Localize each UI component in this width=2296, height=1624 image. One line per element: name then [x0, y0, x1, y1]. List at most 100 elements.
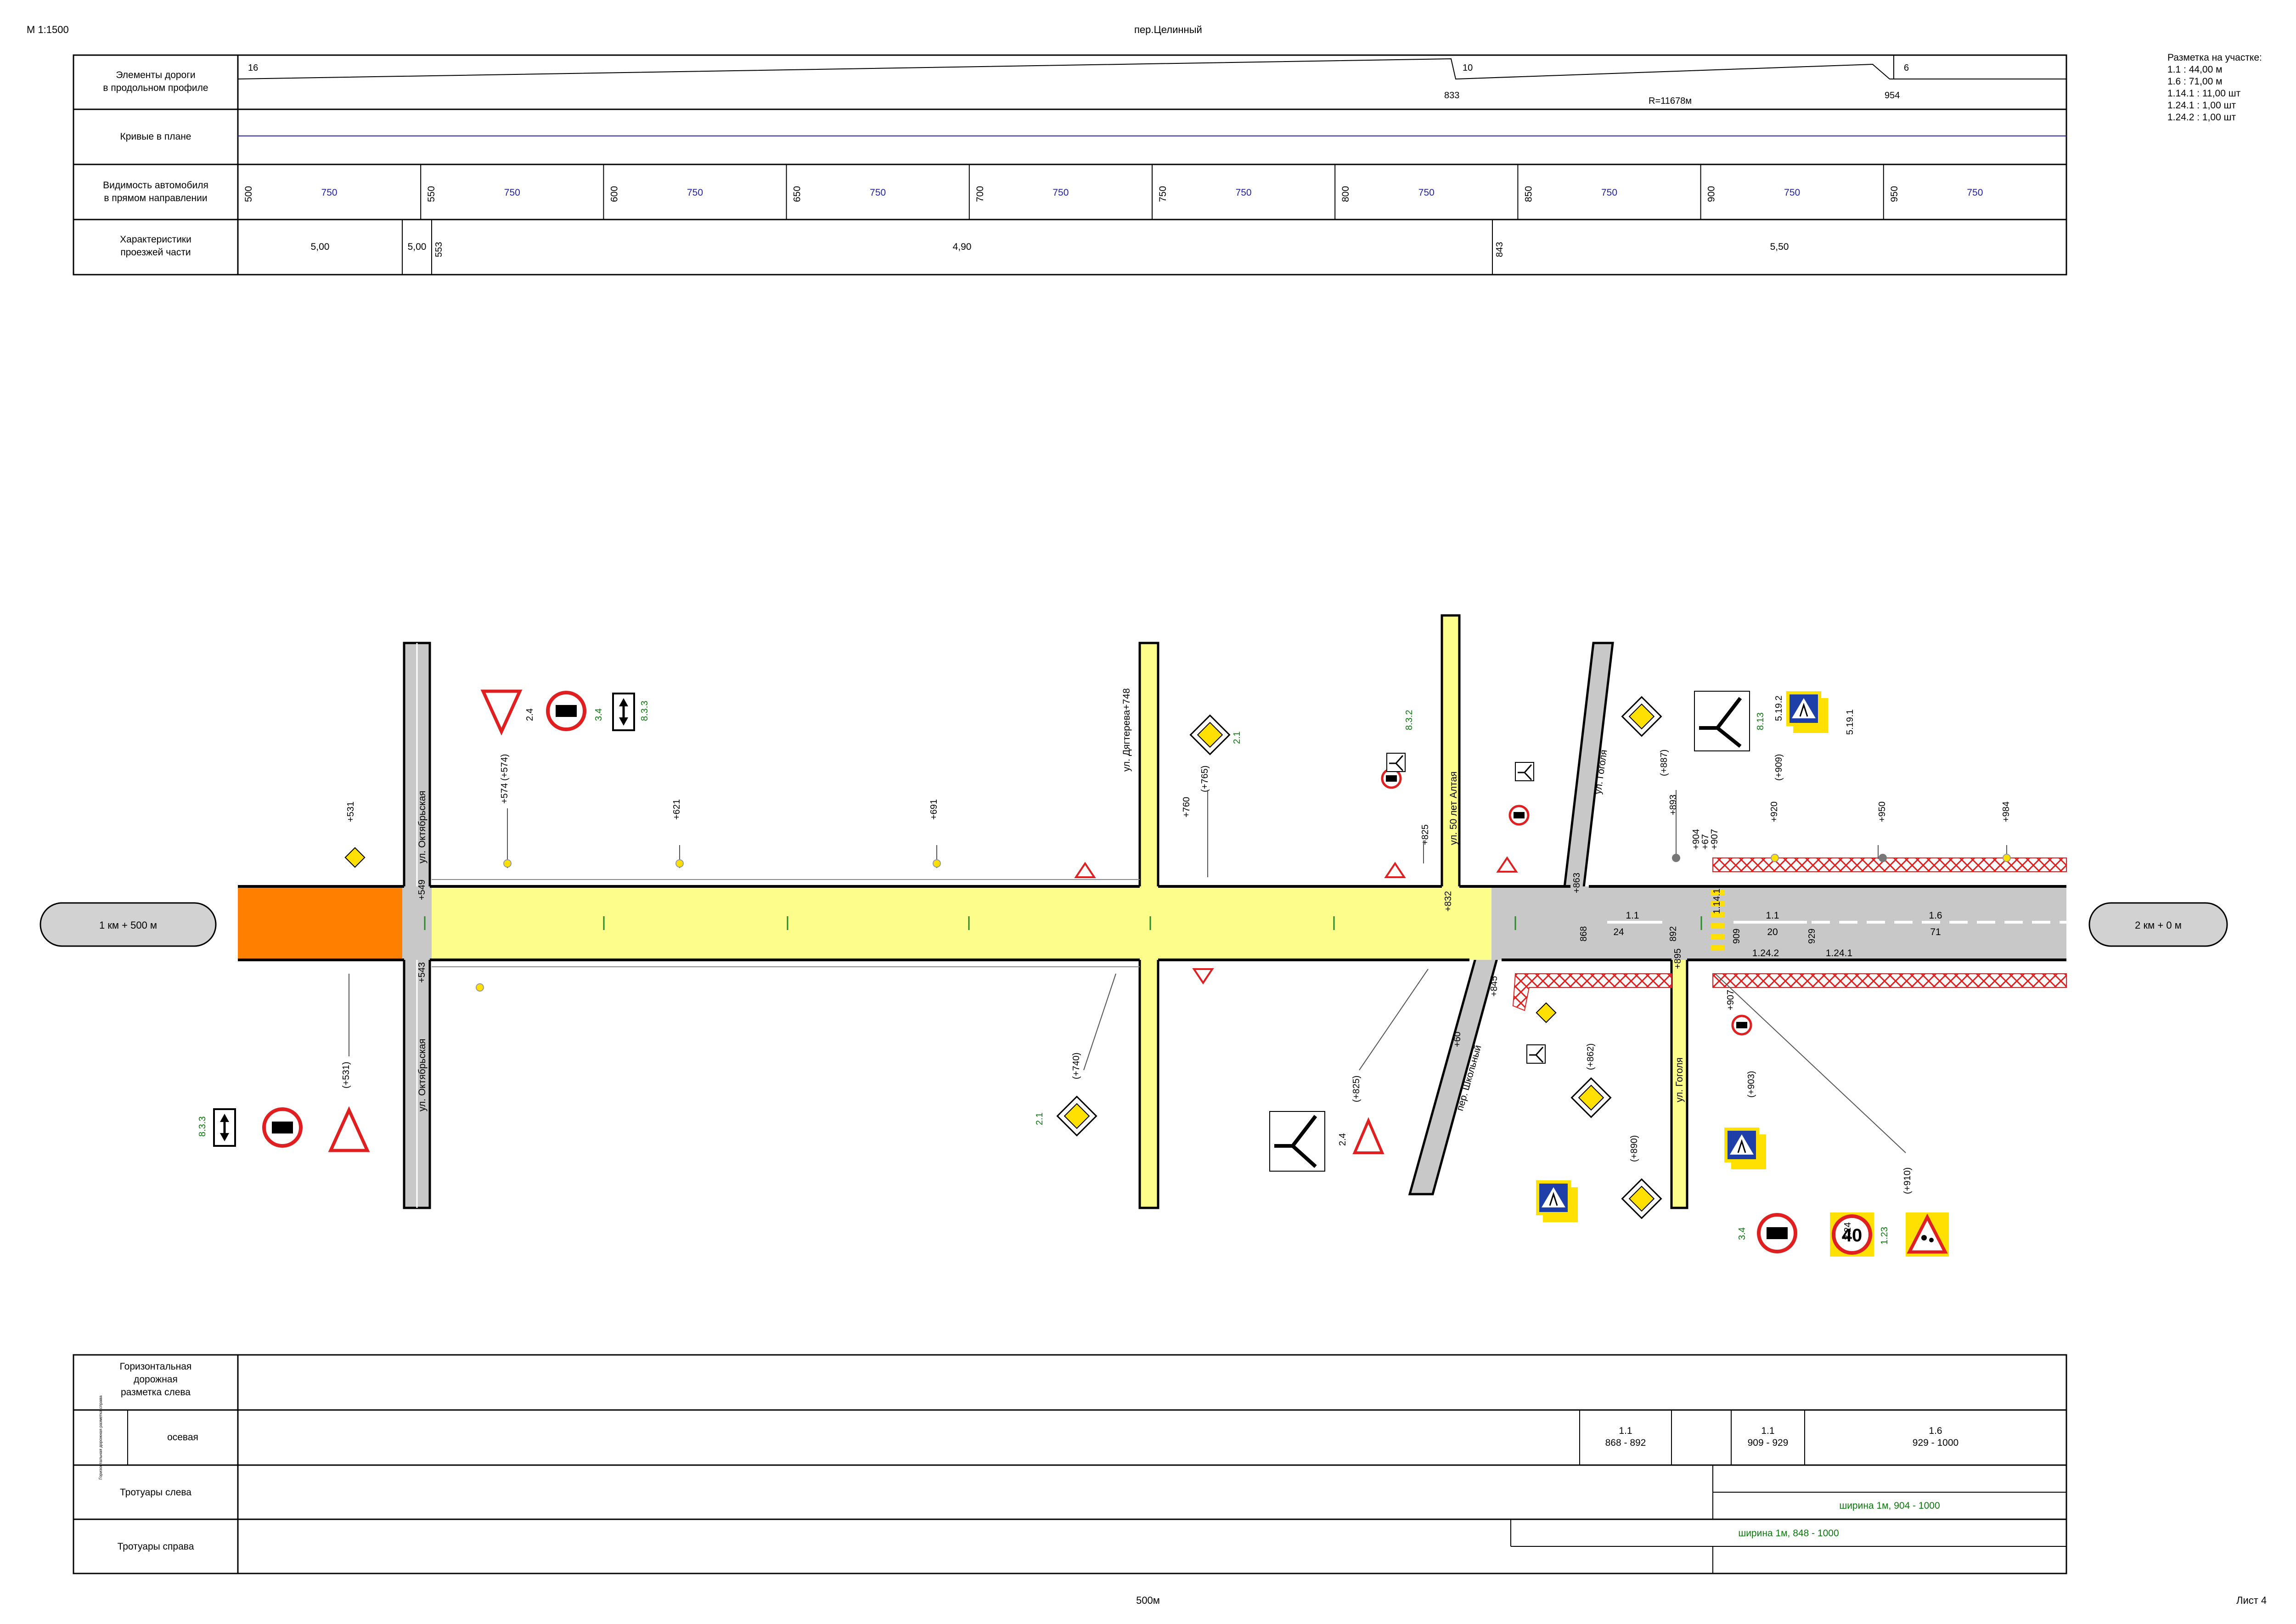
no-trucks-sign-icon [546, 691, 586, 731]
visibility-value: 750 [1236, 187, 1252, 198]
yield-sign-icon-small [1496, 856, 1518, 873]
row-label-curves: Кривые в плане [120, 131, 191, 142]
sign-code: 5.19.2 [1774, 695, 1784, 721]
main-road-start-zone [238, 886, 402, 960]
main-road-yellow [238, 886, 1491, 960]
bottom-table: Горизонтальная дорожная разметка слева о… [73, 1354, 2067, 1574]
picket-label: +691 [929, 799, 939, 820]
marking-length: 20 [1767, 927, 1778, 937]
legend-line: Разметка на участке: [2167, 52, 2262, 63]
marking-length: 71 [1930, 927, 1941, 937]
marking-code: 1.24.2 [1752, 948, 1779, 959]
main-road-sign-icon [1621, 1178, 1662, 1219]
visibility-picket: 700 [975, 186, 985, 202]
pickets-top: +531(+574)+574+621+691+760(+765)+825+832… [346, 750, 2011, 912]
hatched-zone-top [1712, 857, 2067, 872]
carriageway-width: 5,00 [408, 242, 427, 252]
row-label-sidewalk-left: Тротуары слева [120, 1487, 191, 1498]
sign-code: 5.19.1 [1845, 709, 1855, 735]
picket-label: +760 [1182, 797, 1192, 818]
profile-picket: 954 [1885, 90, 1900, 101]
visibility-picket: 900 [1706, 186, 1717, 202]
sign-code: 3.24 [1843, 1222, 1853, 1240]
sidewalk-right-text: ширина 1м, 848 - 1000 [1738, 1528, 1839, 1539]
marking-code: 1.6 [1929, 910, 1942, 921]
arrows-plate-icon [612, 693, 635, 731]
carriageway-width: 5,00 [311, 242, 330, 252]
carriageway-picket: 843 [1495, 242, 1505, 257]
axial-segment-code: 1.1 [1619, 1426, 1632, 1436]
no-trucks-sign-icon-small [1731, 1015, 1752, 1036]
hatched-zone-left [1512, 973, 1672, 1011]
picket-label: (+910) [1902, 1167, 1913, 1194]
row-label-carriageway: Характеристики [120, 234, 191, 245]
picket-label: (+909) [1774, 754, 1784, 781]
road-plan: 1.1 24 1.1 20 1.6 71 1.24.2 1.24.1 868 8… [39, 614, 2228, 1257]
profile-picket: 833 [1444, 90, 1459, 101]
row-label-elements: в продольном профиле [103, 83, 208, 93]
sign-code: 2.1 [1035, 1112, 1045, 1125]
visibility-picket: 850 [1523, 186, 1534, 202]
visibility-value: 750 [504, 187, 520, 198]
visibility-picket: 600 [609, 186, 619, 202]
visibility-value: 750 [1418, 187, 1435, 198]
main-road-sign-icon [1570, 1077, 1612, 1118]
visibility-value: 750 [1784, 187, 1800, 198]
no-trucks-sign-icon [262, 1107, 303, 1148]
marking-picket: 892 [1668, 926, 1678, 942]
picket-label: +60 [1452, 1032, 1463, 1047]
row-label-horizontal-marking: дорожная [134, 1374, 178, 1385]
road-direction-plate-icon-small [1526, 1044, 1546, 1064]
axial-segment-range: 909 - 929 [1748, 1438, 1789, 1448]
picket-label: +907 [1710, 829, 1720, 850]
visibility-value: 750 [1601, 187, 1617, 198]
sidewalk-left-text: ширина 1м, 904 - 1000 [1839, 1500, 1940, 1511]
picket-label: (+531) [341, 1062, 351, 1088]
marking-length: 24 [1613, 927, 1624, 937]
legend-line: 1.24.2 : 1,00 шт [2167, 112, 2236, 123]
main-road-sign-icon [1056, 1095, 1097, 1137]
post-markers [476, 854, 2011, 992]
marking-legend: Разметка на участке: 1.1 : 44,00 м 1.6 :… [2167, 52, 2262, 123]
no-trucks-sign-icon-small [1381, 768, 1402, 789]
picket-label: +984 [2001, 801, 2011, 822]
no-trucks-sign-icon [1757, 1213, 1797, 1253]
picket-label: (+765) [1200, 766, 1210, 792]
picket-label: (+574) [500, 754, 510, 781]
profile-line [237, 58, 2066, 80]
row-label-sidewalk-right: Тротуары справа [118, 1541, 194, 1552]
sign-code: 8.3.3 [197, 1116, 208, 1137]
marking-code: 1.1 [1626, 910, 1639, 921]
marking-code: 1.24.1 [1826, 948, 1852, 959]
pedestrian-crossing-sign-icon [1536, 1180, 1578, 1222]
sign-code: 8.13 [1756, 712, 1766, 730]
visibility-picket: 750 [1158, 186, 1168, 202]
post-markers-grey [1672, 854, 1887, 862]
sheet-number: Лист 4 [2236, 1595, 2267, 1606]
visibility-value: 750 [870, 187, 886, 198]
marking-picket: 909 [1732, 929, 1742, 944]
row-label-carriageway: проезжей части [120, 247, 191, 258]
road-direction-plate-icon [1269, 1111, 1325, 1172]
street-title: пер.Целинный [1134, 24, 1202, 35]
road-direction-plate-icon-small [1515, 762, 1534, 781]
axial-segment-code: 1.1 [1761, 1426, 1774, 1436]
picket-label: (+862) [1586, 1043, 1596, 1070]
picket-label: +920 [1769, 801, 1779, 822]
sign-code: 3.4 [1737, 1227, 1747, 1240]
picket-label: +574 [500, 783, 510, 804]
street-name-oktyabrskaya: ул. Октябрьская [417, 1038, 428, 1111]
main-road-sign-icon-small [1536, 1002, 1557, 1023]
picket-label: +825 [1420, 824, 1430, 845]
zebra-crossing [1711, 890, 1725, 951]
picket-label: (+890) [1629, 1135, 1639, 1162]
profile-value: 6 [1904, 63, 1909, 73]
visibility-value: 750 [1967, 187, 1983, 198]
picket-label: +67 [1700, 834, 1711, 850]
picket-label: (+903) [1746, 1071, 1756, 1098]
row-label-axial: осевая [167, 1432, 198, 1443]
picket-label: +907 [1726, 990, 1736, 1010]
row-label-horizontal-marking: разметка слева [121, 1387, 191, 1398]
